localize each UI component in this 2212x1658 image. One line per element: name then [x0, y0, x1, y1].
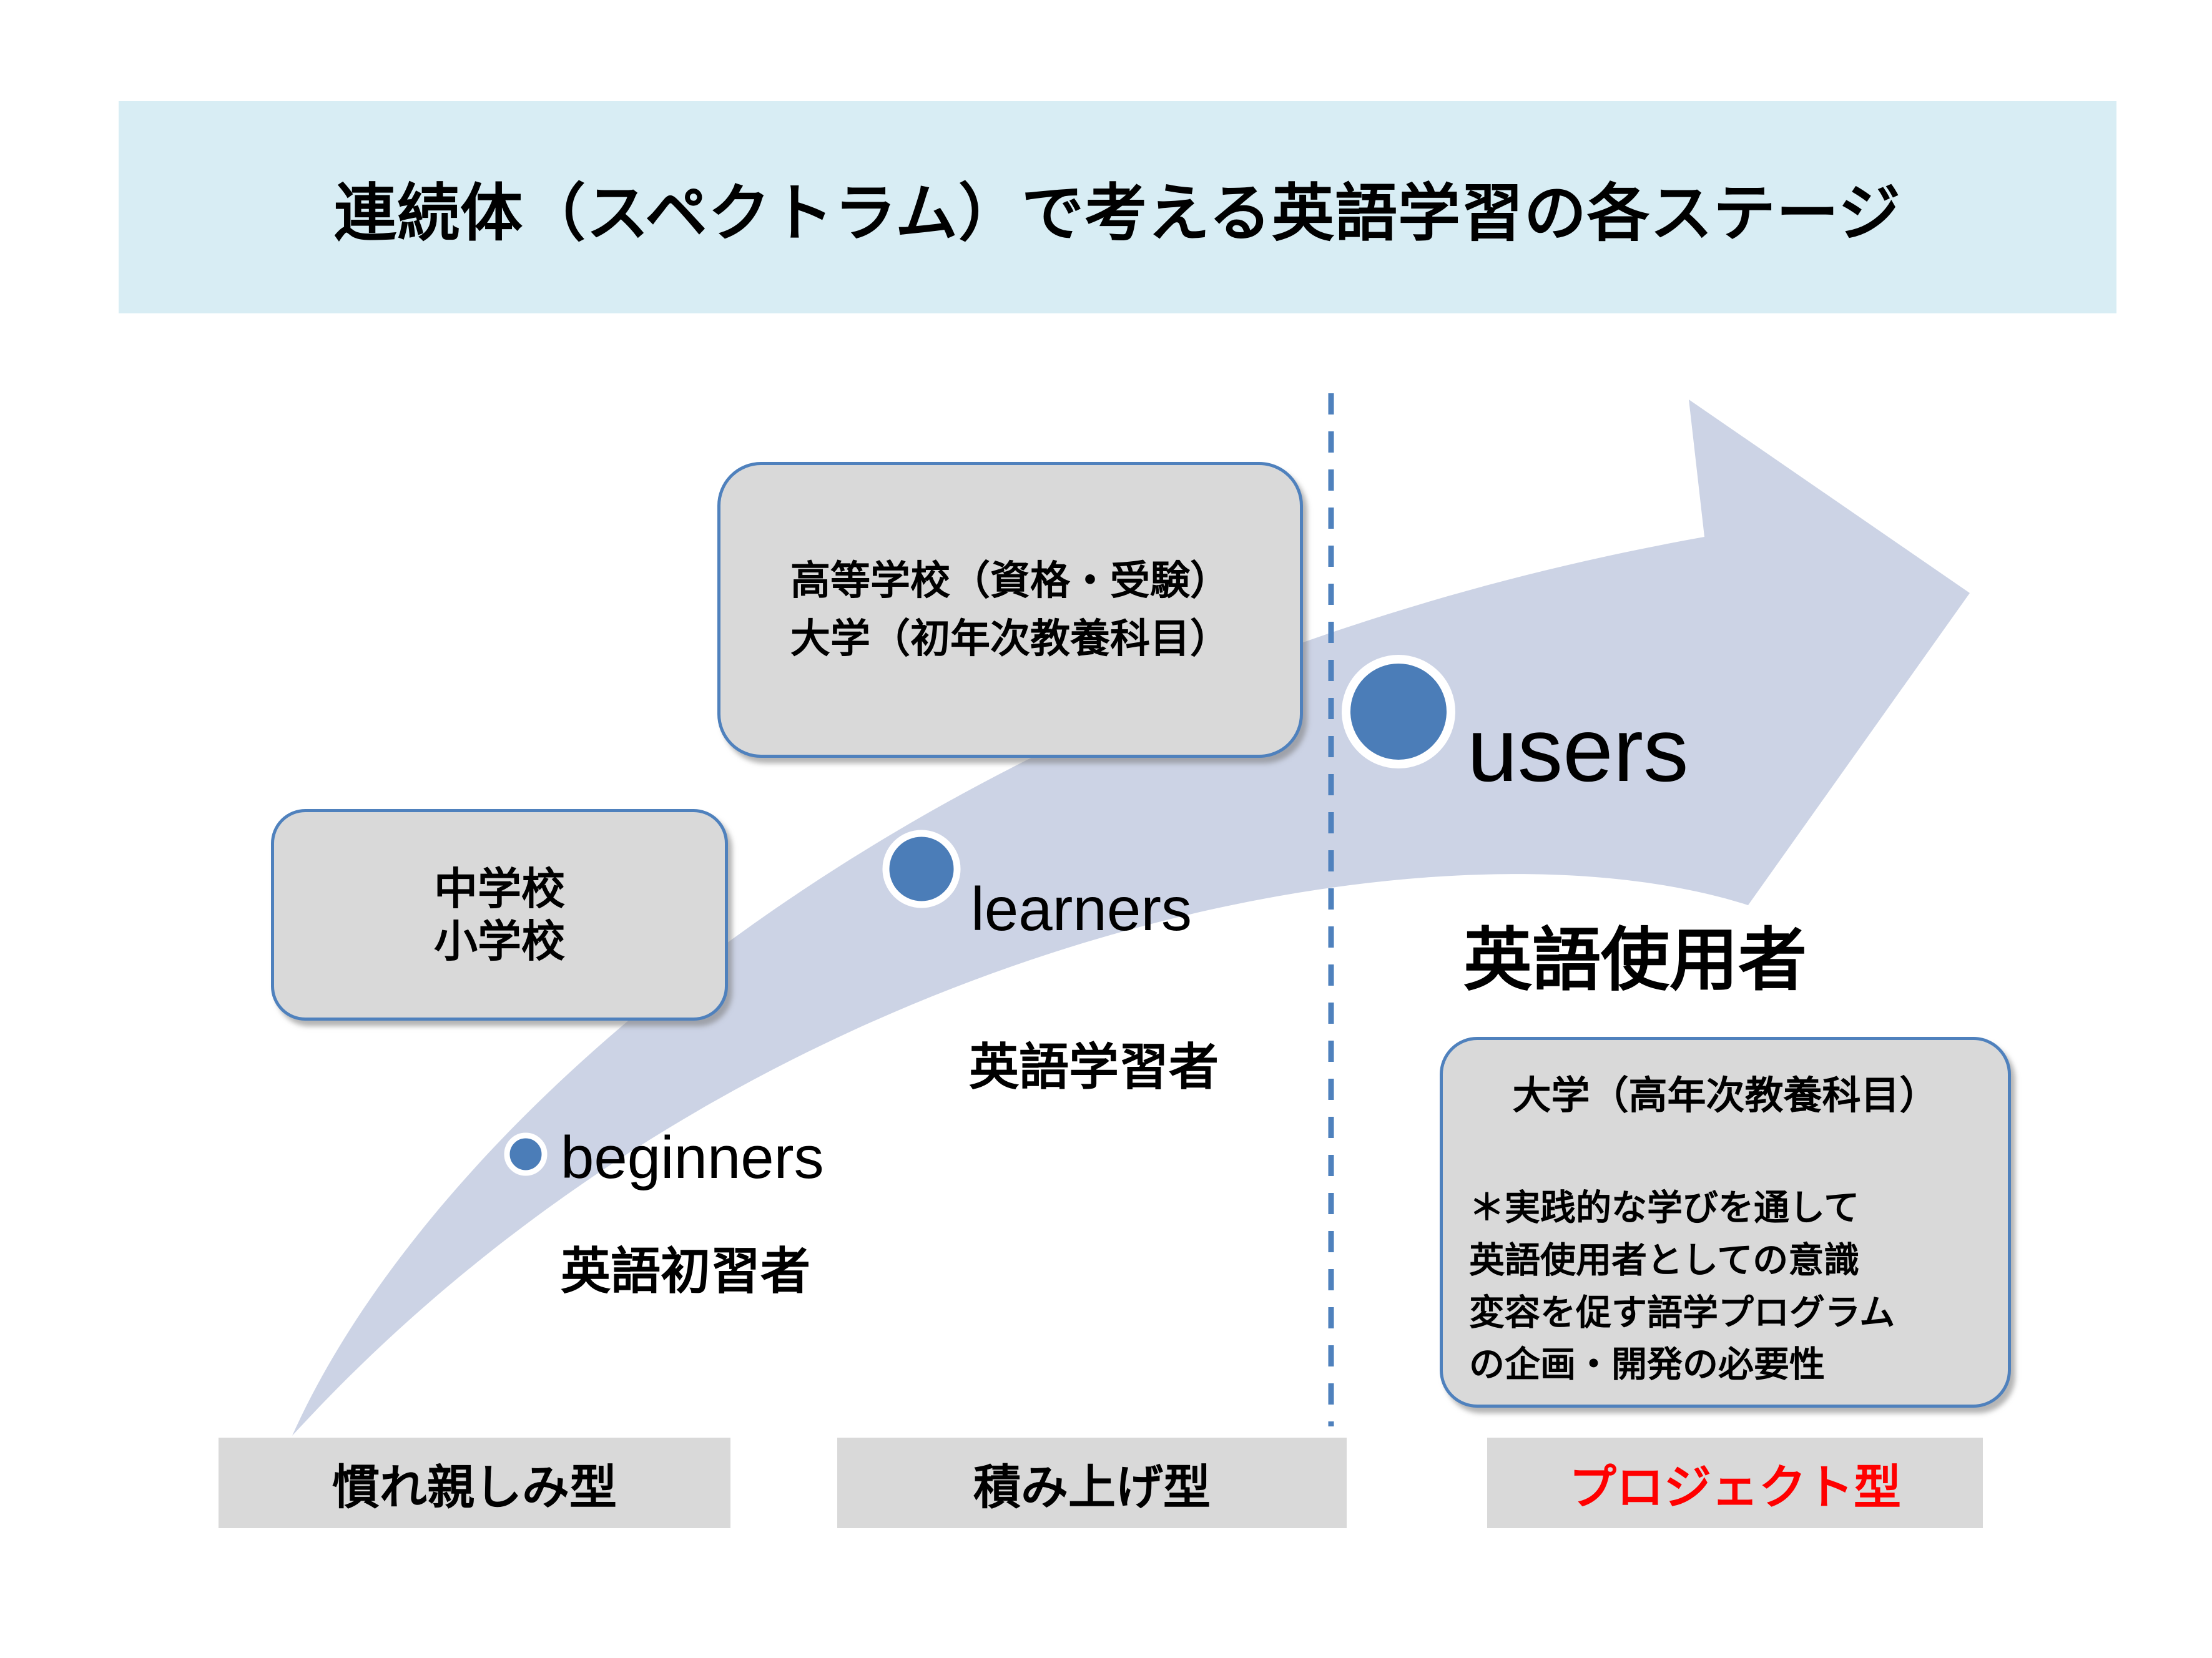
callout-highschool-line2: 大学（初年次教養科目） — [790, 616, 1230, 661]
callout-university-body: ＊実践的な学びを通して 英語使用者としての意識 変容を促す語学プログラム の企画… — [1469, 1182, 1982, 1391]
callout-junior-line2: 小学校 — [434, 916, 565, 966]
stage-marker-learners — [882, 830, 961, 908]
category-bar-project: プロジェクト型 — [1487, 1438, 1983, 1528]
callout-university-body-line4: の企画・開発の必要性 — [1469, 1345, 1825, 1385]
page-title: 連続体（スペクトラム）で考える英語学習の各ステージ — [334, 178, 1901, 248]
title-band: 連続体（スペクトラム）で考える英語学習の各ステージ — [119, 101, 2116, 313]
category-label-accumulation: 積み上げ型 — [973, 1461, 1211, 1514]
callout-junior-line1: 中学校 — [434, 864, 565, 913]
stage-label-beginners-ja: 英語初習者 — [561, 1244, 810, 1299]
callout-highschool-line1: 高等学校（資格・受験） — [790, 558, 1230, 604]
stage-marker-users — [1342, 655, 1455, 768]
stage-label-learners-ja: 英語学習者 — [969, 1039, 1219, 1095]
callout-university-body-line2: 英語使用者としての意識 — [1469, 1240, 1860, 1280]
category-label-familiarity: 慣れ親しみ型 — [332, 1461, 617, 1514]
stage-label-learners-en: learners — [971, 875, 1192, 943]
callout-university: 大学（高年次教養科目） ＊実践的な学びを通して 英語使用者としての意識 変容を促… — [1440, 1037, 2011, 1408]
growth-arrow-icon — [292, 400, 1970, 1436]
category-label-project: プロジェクト型 — [1569, 1461, 1901, 1514]
callout-university-heading: 大学（高年次教養科目） — [1512, 1074, 1939, 1117]
stage-label-users-en: users — [1467, 699, 1689, 800]
callout-high-school: 高等学校（資格・受験） 大学（初年次教養科目） — [717, 462, 1303, 758]
callout-junior-high: 中学校 小学校 — [271, 809, 728, 1021]
callout-university-body-line3: 変容を促す語学プログラム — [1469, 1292, 1895, 1333]
category-bar-familiarity: 慣れ親しみ型 — [219, 1438, 730, 1528]
stage-marker-beginners — [504, 1132, 548, 1176]
callout-university-body-line1: ＊実践的な学びを通して — [1469, 1188, 1860, 1228]
stage-label-beginners-en: beginners — [561, 1124, 824, 1191]
category-bar-accumulation: 積み上げ型 — [837, 1438, 1347, 1528]
stage-label-users-ja: 英語使用者 — [1463, 922, 1807, 999]
